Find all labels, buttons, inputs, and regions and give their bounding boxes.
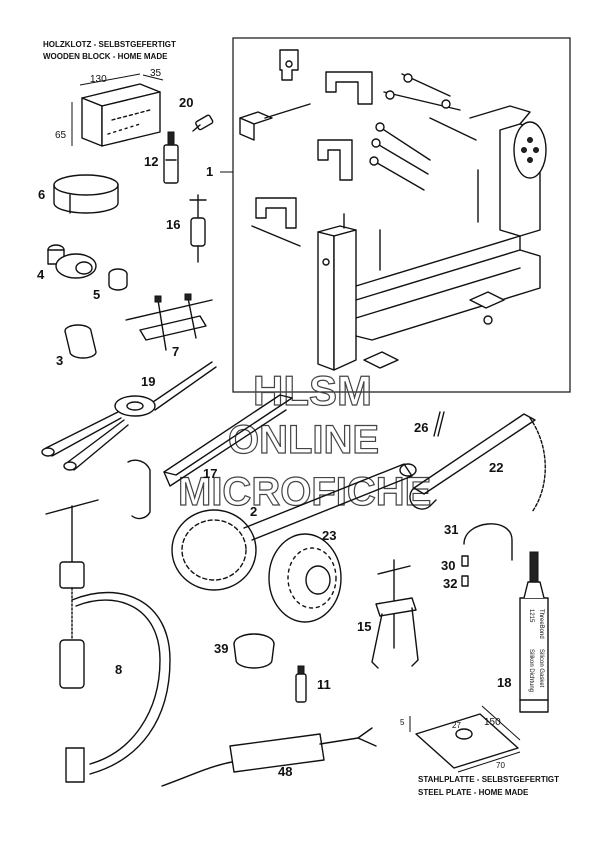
tube-label: ThreeBond 1215 Silicon Gasket Silikon Di… (528, 609, 544, 692)
wooden-block-caption-de: HOLZKLOTZ - SELBSTGEFERTIGT (43, 40, 176, 49)
block-width-dim: 35 (150, 68, 162, 79)
part-number-12: 12 (144, 154, 158, 169)
part-5-bushing (108, 268, 128, 291)
part-2-clutch-holder (171, 463, 417, 591)
part-number-5: 5 (93, 287, 100, 302)
part-number-7: 7 (172, 344, 179, 359)
part-31-bent-tube (463, 523, 513, 561)
part-30-32-fittings (461, 555, 469, 587)
part-number-31: 31 (444, 522, 458, 537)
part-4-sleeve (47, 244, 97, 279)
part-number-8: 8 (115, 662, 122, 677)
steel-plate-caption-en: STEEL PLATE - HOME MADE (418, 788, 529, 797)
part-11-vial (295, 665, 307, 703)
part-18-sealant-tube (519, 551, 549, 713)
plate-length-dim: 150 (484, 717, 501, 728)
tube-text-b: Silikon Dichtung (528, 649, 534, 692)
watermark-line-3: MICROFICHE (178, 470, 431, 514)
block-length-dim: 130 (90, 74, 107, 85)
part-20-key (192, 114, 214, 132)
plate-thickness-dim: 5 (400, 718, 405, 727)
watermark-line-2: ONLINE (228, 418, 379, 462)
part-22-chain-wrench (409, 413, 546, 513)
plate-width-dim: 70 (496, 761, 505, 770)
part-number-26: 26 (414, 420, 428, 435)
part-39-cap (233, 633, 275, 669)
part-48-grease-gun (161, 727, 377, 787)
part-number-11: 11 (317, 677, 331, 692)
part-1-fixture (239, 49, 547, 371)
wooden-block-caption-en: WOODEN BLOCK - HOME MADE (43, 52, 168, 61)
part-17-wrench (127, 394, 293, 520)
part-8-valve-compressor (45, 499, 171, 783)
part-3-cylinder (64, 324, 97, 359)
tube-code: 1215 (528, 609, 534, 623)
steel-plate-caption-de: STAHLPLATTE - SELBSTGEFERTIGT (418, 775, 559, 784)
part-number-19: 19 (141, 374, 155, 389)
part-19-puller (41, 361, 217, 471)
part-7-clamp (125, 293, 213, 351)
part-number-18: 18 (497, 675, 511, 690)
part-number-15: 15 (357, 619, 371, 634)
plate-hole-dim: 27 (452, 721, 461, 730)
tube-brand: ThreeBond (538, 609, 544, 639)
part-26-pin (433, 411, 445, 437)
part-6-ring (53, 174, 119, 214)
part-number-22: 22 (489, 460, 503, 475)
part-number-32: 32 (443, 576, 457, 591)
part-number-30: 30 (441, 558, 455, 573)
part-number-48: 48 (278, 764, 292, 779)
part-16-puller (189, 194, 207, 263)
tube-text-a: Silicon Gasket (538, 649, 544, 688)
part-number-1: 1 (206, 164, 213, 179)
part-15-bearing-puller (371, 559, 419, 669)
part-number-2: 2 (250, 504, 257, 519)
part-12-bottle (163, 131, 179, 184)
part-number-23: 23 (322, 528, 336, 543)
part-number-4: 4 (37, 267, 45, 282)
part-number-39: 39 (214, 641, 228, 656)
block-height-dim: 65 (55, 130, 67, 141)
steel-plate (409, 705, 521, 773)
part-number-3: 3 (56, 353, 63, 368)
part-number-17: 17 (203, 466, 217, 481)
watermark-line-1: HLSM (253, 367, 372, 414)
part-1-frame (232, 37, 571, 393)
part-number-20: 20 (179, 95, 193, 110)
wooden-block (71, 73, 164, 147)
part-number-6: 6 (38, 187, 45, 202)
part-23-flywheel-puller (268, 533, 342, 623)
part-number-16: 16 (166, 217, 180, 232)
